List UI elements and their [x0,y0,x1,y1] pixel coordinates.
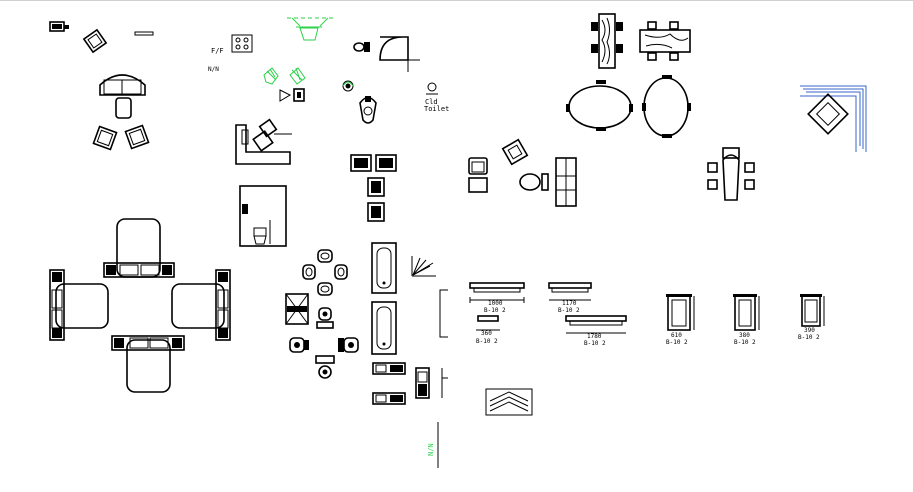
kitchen-counters-block [372,362,448,405]
cornice-detail-2 [548,282,592,301]
toilet-label: Toilet [424,105,449,113]
shelf-line-block [134,31,154,36]
nn-vertical-label: N/N [427,443,435,456]
basin-small-block [279,88,305,102]
bed-top [103,218,175,278]
oval-table-wide [566,80,633,131]
nn-label: N/N [208,66,219,73]
bracket-line [439,289,448,338]
column-detail-3 [800,294,825,327]
green-vanity-block [287,17,334,41]
dim-sub-7: B-10 2 [798,334,820,341]
blue-corner-sofa [800,85,867,152]
dim-side-5: 610 [671,332,682,339]
ff-label: F/F [211,47,224,55]
sofa-block [99,74,146,96]
dim-label-2: 1170 [562,300,577,307]
dim-side-7: 390 [804,327,815,334]
oval-table-tall [642,75,691,138]
armchair-block-1 [82,28,108,54]
desk-chair-block [235,118,292,165]
chevron-rug-block [485,388,533,416]
green-plant-blocks [263,67,306,85]
cooktop-block [231,34,253,53]
tall-cabinet-block [555,157,577,207]
shower-tray-block [285,293,309,325]
dim-sub-2: B-10 2 [558,307,580,314]
hob-units-row [350,154,397,222]
dining-table-horizontal [639,21,691,61]
bar-table-block [707,147,755,201]
wc-units-group [289,307,359,379]
dim-sub-4: B-10 2 [584,340,606,347]
armchair-pair-block [92,124,150,151]
dim-sub-6: B-10 2 [734,339,756,346]
bathroom-plan-block [239,185,287,247]
dim-label-3: 360 [481,330,492,337]
bathtub-1 [371,242,397,294]
wc-with-shower-block [353,36,420,72]
bed-left [49,269,109,341]
basins-cluster [302,249,348,296]
dim-label-4: 1780 [587,333,602,340]
cornice-detail-3 [476,315,500,331]
lounge-chairs-group [468,138,549,193]
tv-unit-block [49,21,69,32]
bed-bottom [111,335,185,393]
dining-table-vertical [591,13,623,69]
bed-right [171,269,231,341]
dim-label-1: 1000 [488,300,503,307]
wc-pan-block [359,96,377,124]
coffee-table-block [115,97,132,119]
cornice-detail-4 [565,315,627,334]
cid-label: Cld [425,98,438,106]
bathtub-2 [371,301,397,355]
dim-sub-3: B-10 2 [476,338,498,345]
dim-sub-5: B-10 2 [666,339,688,346]
round-basin-block [342,80,354,92]
dim-side-6: 380 [739,332,750,339]
column-detail-2 [733,294,760,331]
shower-spray-block [411,256,436,277]
cornice-detail-1 [469,282,525,303]
cid-toilet-symbol [426,82,438,95]
column-detail-1 [666,294,695,331]
dim-sub-1: B-10 2 [484,307,506,314]
top-border [0,0,913,1]
